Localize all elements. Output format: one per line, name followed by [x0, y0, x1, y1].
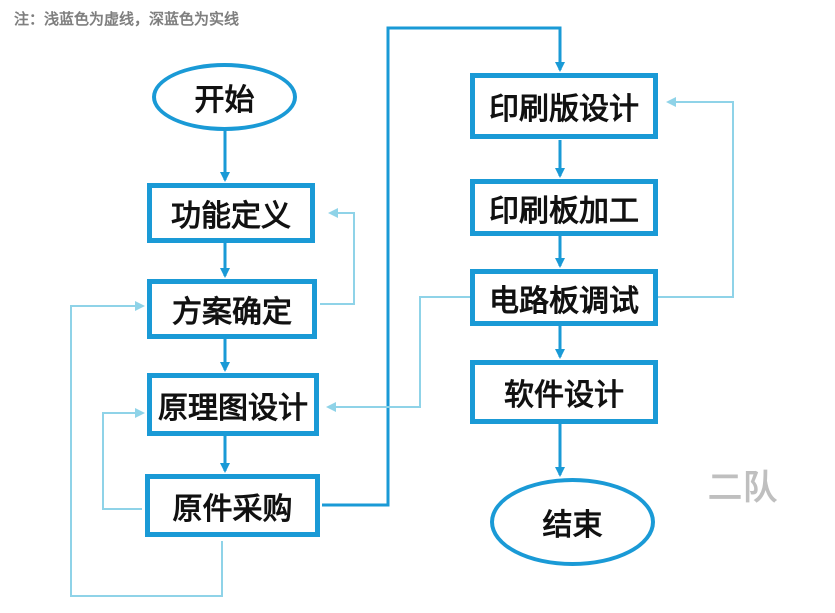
software-node: 软件设计: [470, 360, 658, 424]
debug-node: 电路板调试: [470, 269, 658, 326]
end-node: 结束: [490, 478, 655, 566]
solid-connectors: [220, 26, 565, 507]
team-watermark: 二队: [708, 468, 778, 508]
schematic-node: 原理图设计: [147, 373, 319, 436]
feedback-debug-schematic: [326, 296, 470, 412]
start-node: 开始: [152, 63, 297, 131]
pcb-design-node: 印刷版设计: [470, 73, 658, 139]
func-def-node: 功能定义: [147, 183, 315, 243]
feedback-purchase-scheme: [70, 301, 223, 597]
purchase-node: 原件采购: [145, 474, 320, 537]
dashed-connectors: [70, 97, 734, 597]
feedback-purchase-schematic: [102, 408, 145, 510]
pcb-fab-node: 印刷板加工: [470, 179, 658, 236]
feedback-debug-pcbdesign: [658, 97, 734, 298]
scheme-node: 方案确定: [147, 279, 317, 339]
legend-note: 注：浅蓝色为虚线，深蓝色为实线: [14, 10, 240, 28]
feedback-scheme-funcdef: [320, 208, 355, 305]
edge-purchase-pcbdesign: [322, 26, 565, 507]
